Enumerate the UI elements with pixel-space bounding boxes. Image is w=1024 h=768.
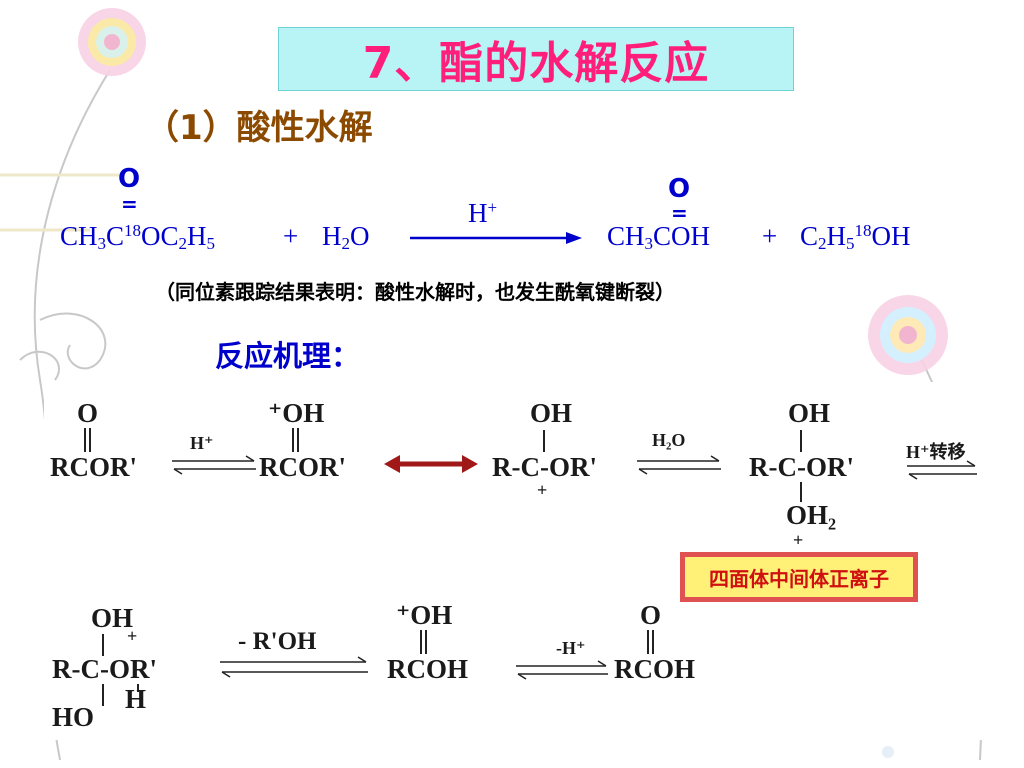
section-heading: （1）酸性水解 — [145, 108, 373, 148]
mech-atom: ⁺OH — [396, 600, 453, 630]
charge-plus: + — [127, 626, 138, 646]
arrow-label: - R'OH — [238, 628, 317, 655]
bond-line — [102, 684, 104, 706]
mech-ester: RCOR' — [50, 452, 137, 482]
arrow-label: H⁺转移 — [906, 442, 966, 462]
charge-plus: + — [537, 480, 548, 500]
bond-line — [292, 428, 294, 452]
bond-line — [425, 630, 427, 654]
mech-atom: O — [640, 600, 662, 630]
bond-line — [420, 630, 422, 654]
carbonyl-oxygen-label: O — [668, 174, 691, 204]
mech-protonated-acid: RCOH — [387, 654, 468, 684]
mech-tetrahedral: R-C-OR' — [749, 452, 854, 482]
equation-product-alcohol: C2H518OH — [800, 221, 911, 253]
equilibrium-arrow — [220, 656, 368, 678]
mech-atom: OH — [788, 398, 831, 428]
bond-line — [652, 630, 654, 654]
vine-curl — [39, 312, 107, 370]
page-title: 7、酯的水解反应 — [362, 38, 710, 89]
equation-reactant-ester: CH3C18OC2H5 — [60, 221, 216, 253]
bond-line — [102, 634, 104, 656]
mech-protonated-tetrahedral: R-C-OR' — [52, 654, 157, 684]
flower-icon — [868, 295, 948, 375]
decorative-dot — [882, 746, 894, 758]
double-bond-mark: = — [121, 192, 138, 216]
equilibrium-arrow — [637, 455, 721, 475]
mech-carboxylic-acid: RCOH — [614, 654, 695, 684]
title-box: 7、酯的水解反应 — [278, 27, 794, 91]
reaction-arrow — [410, 232, 582, 244]
bond-line — [647, 630, 649, 654]
equilibrium-arrow — [172, 455, 256, 475]
bond-line — [543, 430, 545, 452]
equation-plus: + — [283, 221, 299, 251]
mech-carbocation: R-C-OR' — [492, 452, 597, 482]
arrow-label: -H⁺ — [556, 638, 586, 658]
mech-protonated-ester: RCOR' — [259, 452, 346, 482]
vine-curl — [19, 350, 61, 381]
mech-atom: OH — [91, 603, 134, 633]
bond-line — [800, 482, 802, 502]
catalyst-label: H+ — [468, 198, 498, 228]
equation-product-acid: CH3COH — [607, 221, 711, 253]
tetrahedral-intermediate-label: 四面体中间体正离子 — [680, 552, 918, 602]
mech-atom: HO — [52, 702, 95, 732]
arrow-label: H⁺ — [190, 433, 214, 453]
bond-line — [297, 428, 299, 452]
mech-atom: O — [77, 398, 99, 428]
bond-line — [137, 684, 139, 692]
equilibrium-arrow — [907, 460, 977, 480]
mech-atom: ⁺OH — [268, 398, 325, 428]
resonance-arrow — [384, 455, 478, 473]
carbonyl-oxygen-label: O — [118, 164, 141, 194]
charge-plus: + — [793, 530, 804, 550]
equation-reactant-water: H2O — [322, 221, 370, 253]
mech-atom: OH₂ — [786, 500, 837, 530]
equilibrium-arrow — [516, 660, 608, 680]
mech-atom: H — [125, 684, 147, 714]
mechanism-heading: 反应机理： — [215, 339, 361, 373]
bond-line — [84, 428, 86, 452]
flower-icon — [78, 8, 146, 76]
bond-line — [89, 428, 91, 452]
equation-plus: + — [762, 221, 778, 251]
double-bond-mark: = — [671, 201, 688, 225]
bond-line — [800, 430, 802, 452]
mech-atom: OH — [530, 398, 573, 428]
isotope-note: （同位素跟踪结果表明：酸性水解时，也发生酰氧键断裂） — [155, 280, 675, 304]
arrow-label: H₂O — [652, 430, 686, 450]
